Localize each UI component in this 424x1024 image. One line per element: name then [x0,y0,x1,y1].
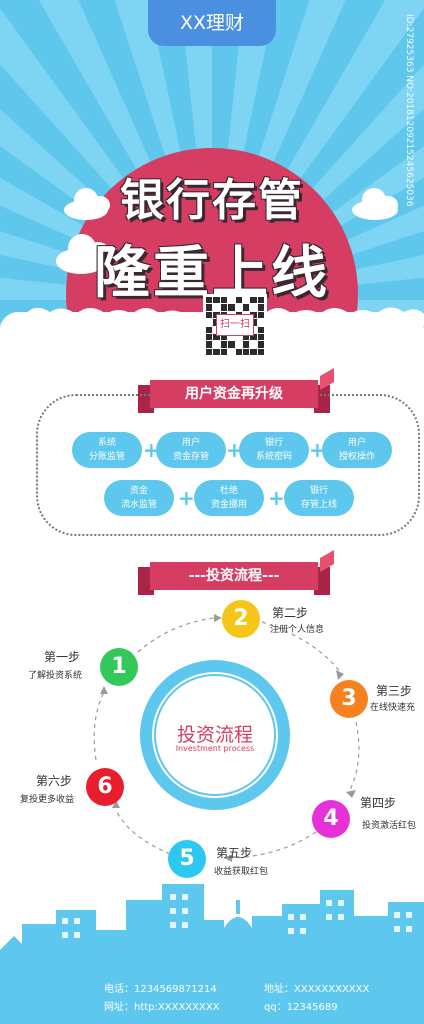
feature-line1: 银行 [309,486,328,496]
feature-pill: 杜绝 资金挪用 [194,480,264,516]
feature-pill: 银行 系统密码 [239,432,309,468]
ribbon-tail [320,549,334,573]
step-6-title: 第六步 [36,774,73,788]
feature-line2: 授权操作 [338,452,375,462]
step-4-circle: 4 [312,800,350,838]
step-5-desc: 收益获取红包 [214,867,269,877]
step-2-title: 第二步 [272,606,309,620]
step-3-circle: 3 [330,680,368,718]
step-3-title: 第三步 [376,684,413,698]
feature-line2: 系统密码 [255,452,292,462]
step-1-desc: 了解投资系统 [28,671,83,681]
cloud-decoration [352,188,398,220]
step-1-circle: 1 [100,648,138,686]
feature-pill: 用户 资金存管 [156,432,226,468]
footer-address-value: XXXXXXXXXXX [294,984,370,995]
feature-line1: 资金 [129,486,148,496]
feature-line2: 分账监管 [88,452,125,462]
feature-line1: 用户 [347,438,366,448]
footer-phone-value: 1234569871214 [134,984,217,995]
cloud-decoration [56,234,110,274]
footer-phone: 电话：1234569871214 [104,980,217,995]
feature-pill: 系统 分账监管 [72,432,142,468]
plus-icon: + [178,486,195,510]
feature-line2: 存管上线 [300,500,337,510]
footer-site-label: 网址： [104,1002,134,1013]
city-skyline [0,884,424,970]
feature-line1: 用户 [181,438,200,448]
step-2-desc: 注册个人信息 [270,625,325,635]
footer-qq-label: qq： [264,1002,287,1013]
footer-phone-label: 电话： [104,984,134,995]
feature-pill: 银行 存管上线 [284,480,354,516]
feature-pill: 用户 授权操作 [322,432,392,468]
plus-icon: + [226,438,243,462]
process-ribbon-label: ---投资流程--- [188,568,280,584]
hero-title-line1: 银行存管 [120,175,304,226]
step-6-desc: 复投更多收益 [20,795,75,805]
step-3-desc: 在线快速充 [370,703,416,713]
plus-icon: + [309,438,326,462]
feature-line2: 资金挪用 [210,500,247,510]
upgrade-ribbon-label: 用户资金再升级 [185,386,283,402]
plus-icon: + [143,438,160,462]
side-id-watermark: ID:27925363 NO:20181209215245625036 [404,14,414,207]
step-5-circle: 5 [168,840,206,878]
cloud-decoration [64,188,110,220]
footer-qq: qq：12345689 [264,998,338,1013]
footer-address-label: 地址： [264,984,294,995]
process-center-title: 投资流程 [176,724,253,746]
feature-line1: 银行 [264,438,283,448]
process-ribbon: ---投资流程--- [138,549,334,595]
hero-banner: 银行存管 隆重上线 [0,0,424,330]
step-4-desc: 投资激活红包 [362,821,417,831]
feature-pill: 资金 流水监管 [104,480,174,516]
step-5-title: 第五步 [216,846,253,860]
footer-qq-value: 12345689 [286,1002,338,1013]
upgrade-ribbon: 用户资金再升级 [138,367,334,413]
footer-bar: 电话：1234569871214 网址：http:XXXXXXXXX 地址：XX… [0,968,424,1024]
process-center-subtitle: Investment process [175,744,255,753]
feature-line1: 杜绝 [219,486,238,496]
feature-line2: 流水监管 [120,500,157,510]
footer-address: 地址：XXXXXXXXXXX [264,980,369,995]
process-dashed-path [93,614,360,862]
step-6-circle: 6 [86,768,124,806]
ribbon-tail [320,367,334,391]
step-4-title: 第四步 [360,796,397,810]
footer-site-value[interactable]: http:XXXXXXXXX [134,1002,220,1013]
feature-line1: 系统 [97,438,116,448]
feature-line2: 资金存管 [172,452,209,462]
footer-site[interactable]: 网址：http:XXXXXXXXX [104,998,220,1013]
step-2-circle: 2 [222,600,260,638]
plus-icon: + [268,486,285,510]
step-1-title: 第一步 [44,650,81,664]
brand-tab: XX理财 [148,0,276,46]
scan-label: 扫一扫 [216,314,254,336]
process-ring-inner [154,674,276,796]
